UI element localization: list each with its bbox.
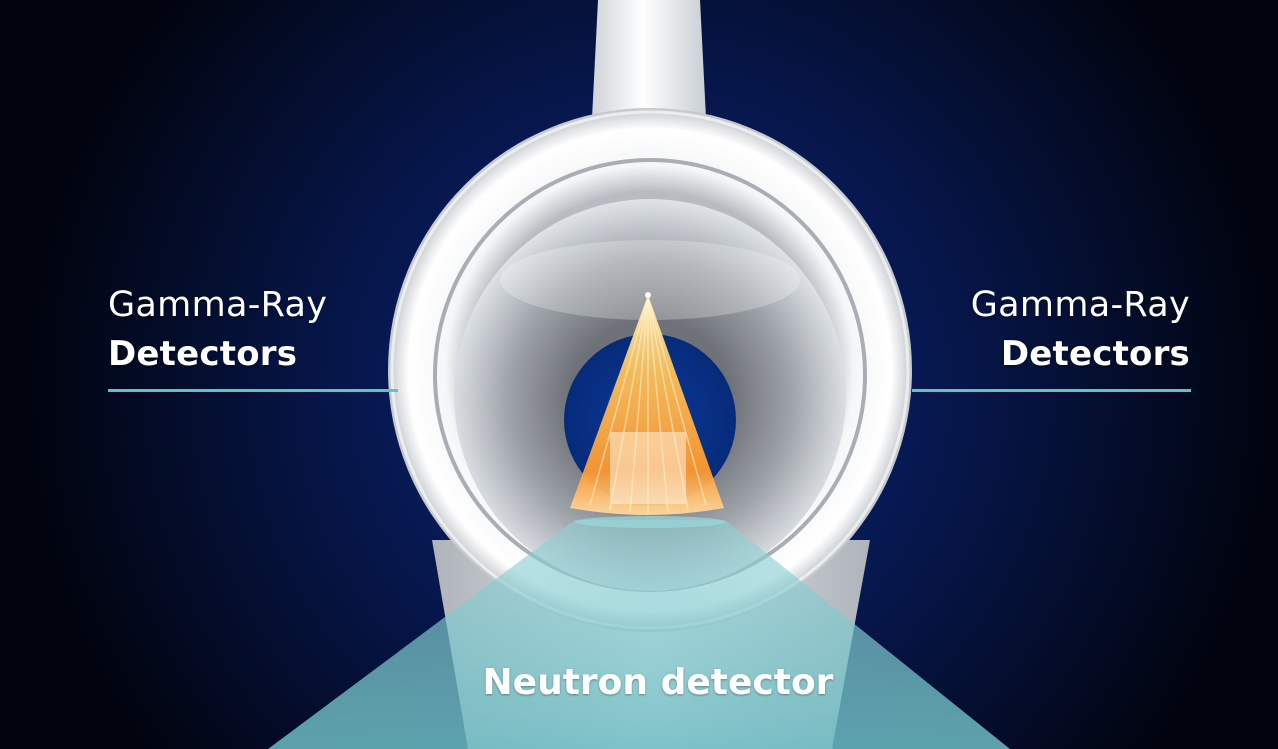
right-leader-line (912, 389, 1191, 392)
left-label-line2: Detectors (108, 334, 298, 374)
cone-apex (645, 292, 651, 298)
top-post (592, 0, 706, 118)
beam-top (575, 516, 725, 528)
bore-highlight (500, 240, 800, 320)
neutron-detector-label: Neutron detector (482, 662, 834, 703)
left-leader-line (108, 389, 398, 392)
sample-block (610, 432, 686, 504)
right-gamma-ray-detectors-label: Gamma-Ray Detectors (970, 285, 1190, 374)
left-label-line1: Gamma-Ray (108, 285, 328, 325)
neutron-beam (268, 520, 1010, 749)
right-label-line2: Detectors (1000, 334, 1190, 374)
right-label-line1: Gamma-Ray (970, 285, 1190, 325)
left-gamma-ray-detectors-label: Gamma-Ray Detectors (108, 285, 328, 374)
